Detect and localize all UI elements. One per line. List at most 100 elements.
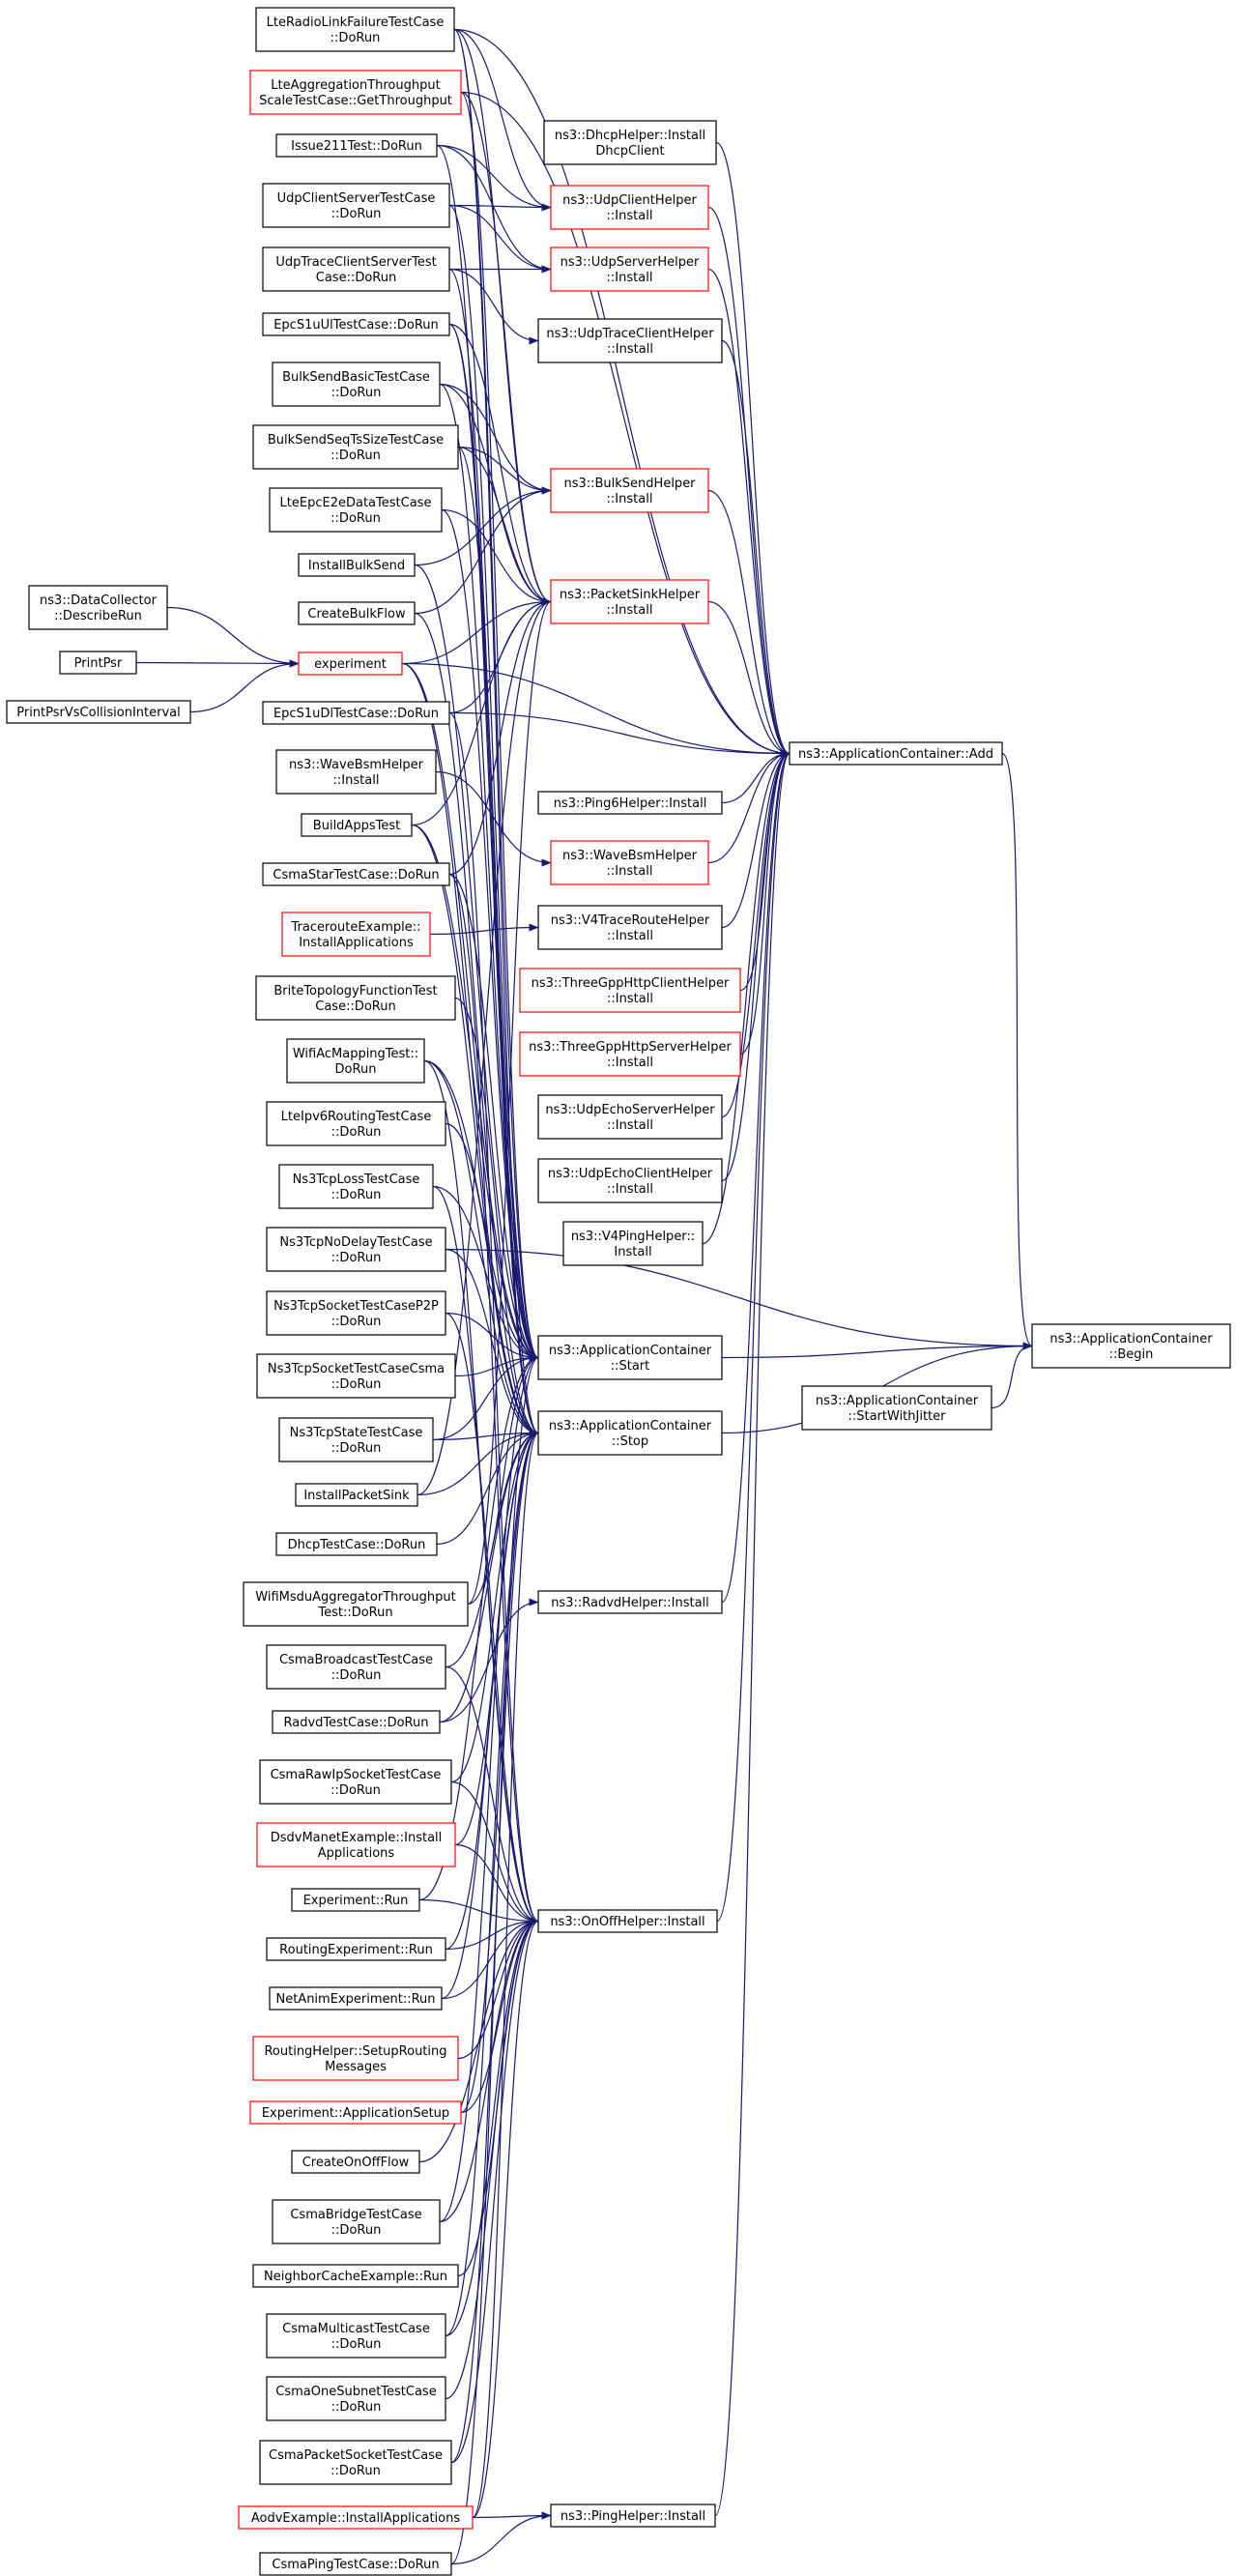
node-printpsrvs[interactable]: PrintPsrVsCollisionInterval	[6, 700, 191, 724]
edge-start-to-begin	[721, 1342, 1033, 1359]
node-wavebsmL[interactable]: ns3::WaveBsmHelper::Install	[275, 749, 437, 795]
node-ns3tcpnodelay[interactable]: Ns3TcpNoDelayTestCase::DoRun	[266, 1227, 446, 1272]
edge-lteepce2e-to-packetsink	[441, 508, 552, 606]
node-label: DhcpClient	[595, 144, 664, 159]
node-v4ping[interactable]: ns3::V4PingHelper::Install	[562, 1221, 704, 1266]
node-label: DhcpTestCase::DoRun	[288, 1538, 426, 1552]
node-udpclient[interactable]: ns3::UdpClientHelper::Install	[550, 185, 709, 230]
node-udpechoserver[interactable]: ns3::UdpEchoServerHelper::Install	[537, 1094, 723, 1140]
node-createbulk[interactable]: CreateBulkFlow	[298, 601, 416, 625]
node-label: CsmaOneSubnetTestCase	[275, 2385, 436, 2399]
edge-netanim-to-stop	[441, 1429, 539, 2000]
node-lteipv6[interactable]: LteIpv6RoutingTestCase::DoRun	[266, 1101, 446, 1146]
node-epcs1dl[interactable]: EpcS1uDlTestCase::DoRun	[262, 701, 450, 725]
node-dhcptest[interactable]: DhcpTestCase::DoRun	[275, 1532, 438, 1556]
node-threegppserver[interactable]: ns3::ThreeGppHttpServerHelper::Install	[519, 1031, 741, 1077]
node-label: ::Start	[611, 1359, 650, 1374]
node-radvd[interactable]: ns3::RadvdHelper::Install	[537, 1590, 723, 1614]
edge-csmamulticast-to-onoff	[445, 1917, 539, 2337]
node-label: ::Install	[607, 271, 653, 285]
node-begin[interactable]: ns3::ApplicationContainer::Begin	[1031, 1323, 1231, 1369]
node-neighbor[interactable]: NeighborCacheExample::Run	[252, 2264, 459, 2288]
node-ns3tcpstate[interactable]: Ns3TcpStateTestCase::DoRun	[278, 1417, 434, 1462]
node-udpechoclient[interactable]: ns3::UdpEchoClientHelper::Install	[537, 1158, 723, 1203]
edge-datacollector-to-experiment	[166, 606, 300, 668]
node-threegppclient[interactable]: ns3::ThreeGppHttpClientHelper::Install	[519, 968, 741, 1013]
node-printpsr[interactable]: PrintPsr	[59, 651, 137, 675]
node-experiment[interactable]: experiment	[298, 651, 403, 676]
node-radvdtest[interactable]: RadvdTestCase::DoRun	[272, 1710, 441, 1734]
node-label: AodvExample::InstallApplications	[251, 2511, 460, 2526]
node-csmabroadcast[interactable]: CsmaBroadcastTestCase::DoRun	[266, 1644, 446, 1690]
node-add[interactable]: ns3::ApplicationContainer::Add	[789, 741, 1003, 766]
edge-udpechoserver-to-add	[721, 749, 790, 1118]
node-traceroute[interactable]: TracerouteExample::InstallApplications	[281, 912, 431, 957]
node-datacollector[interactable]: ns3::DataCollector::DescribeRun	[28, 585, 168, 630]
node-appsetup[interactable]: Experiment::ApplicationSetup	[249, 2100, 462, 2125]
node-packetsink[interactable]: ns3::PacketSinkHelper::Install	[550, 579, 709, 624]
edge-lteepce2e-to-start	[441, 508, 539, 1362]
node-csmaping[interactable]: CsmaPingTestCase::DoRun	[259, 2552, 452, 2576]
node-wavebsmR[interactable]: ns3::WaveBsmHelper::Install	[550, 840, 709, 885]
node-installpacketsink[interactable]: InstallPacketSink	[295, 1483, 418, 1507]
node-label: CsmaBridgeTestCase	[290, 2208, 421, 2222]
node-installbulk[interactable]: InstallBulkSend	[298, 553, 416, 577]
edge-epcs1dl-to-onoff	[448, 711, 539, 1925]
node-csmamulticast[interactable]: CsmaMulticastTestCase::DoRun	[266, 2313, 446, 2359]
node-label: ::DescribeRun	[54, 609, 142, 623]
node-routingexp[interactable]: RoutingExperiment::Run	[266, 1937, 446, 1961]
node-dsdv[interactable]: DsdvManetExample::InstallApplications	[256, 1822, 456, 1867]
node-epcs1ul[interactable]: EpcS1uUlTestCase::DoRun	[262, 312, 450, 336]
node-pinghelper[interactable]: ns3::PingHelper::Install	[550, 2504, 716, 2528]
node-csmapacket[interactable]: CsmaPacketSocketTestCase::DoRun	[259, 2440, 452, 2485]
node-start[interactable]: ns3::ApplicationContainer::Start	[537, 1335, 723, 1380]
node-lteradio[interactable]: LteRadioLinkFailureTestCase::DoRun	[255, 7, 455, 52]
node-issue211[interactable]: Issue211Test::DoRun	[275, 133, 438, 158]
node-exprun[interactable]: Experiment::Run	[291, 1888, 420, 1912]
edge-aodv-to-pinghelper	[472, 2511, 552, 2520]
node-bulksend[interactable]: ns3::BulkSendHelper::Install	[550, 468, 709, 513]
edge-bulkseq-to-stop	[457, 446, 539, 1437]
node-label: ns3::UdpServerHelper	[561, 255, 700, 270]
node-label: ::DoRun	[331, 207, 382, 221]
node-onoff[interactable]: ns3::OnOffHelper::Install	[537, 1909, 718, 1933]
node-createonoff[interactable]: CreateOnOffFlow	[291, 2150, 420, 2174]
node-lteepce2e[interactable]: LteEpcE2eDataTestCase::DoRun	[269, 487, 443, 533]
node-netanim[interactable]: NetAnimExperiment::Run	[269, 1986, 443, 2011]
edge-lteradio-to-add	[453, 28, 790, 758]
node-csmarawip[interactable]: CsmaRawIpSocketTestCase::DoRun	[259, 1759, 452, 1805]
node-label: ScaleTestCase::GetThroughput	[259, 94, 452, 108]
node-csmastar[interactable]: CsmaStarTestCase::DoRun	[262, 862, 450, 886]
node-wifiac[interactable]: WifiAcMappingTest::DoRun	[286, 1038, 425, 1084]
node-label: ::Install	[333, 773, 380, 788]
node-label: ns3::PacketSinkHelper	[560, 588, 701, 602]
node-stop[interactable]: ns3::ApplicationContainer::Stop	[537, 1410, 723, 1456]
node-csmabridge[interactable]: CsmaBridgeTestCase::DoRun	[272, 2199, 441, 2244]
node-bulkseq[interactable]: BulkSendSeqTsSizeTestCase::DoRun	[252, 424, 459, 470]
node-udptrace[interactable]: ns3::UdpTraceClientHelper::Install	[537, 318, 723, 363]
node-ns3tcpp2p[interactable]: Ns3TcpSocketTestCaseP2P::DoRun	[266, 1290, 446, 1336]
node-ns3tcpcsma[interactable]: Ns3TcpSocketTestCaseCsma::DoRun	[256, 1353, 456, 1399]
edge-udptracecs-to-udptrace	[448, 268, 539, 345]
node-bulkbasic[interactable]: BulkSendBasicTestCase::DoRun	[272, 362, 441, 407]
node-buildapps[interactable]: BuildAppsTest	[301, 813, 413, 837]
node-label: WifiMsduAggregatorThroughput	[255, 1590, 455, 1605]
edge-csmapacket-to-onoff	[450, 1917, 539, 2464]
node-lteagg[interactable]: LteAggregationThroughputScaleTestCase::G…	[249, 70, 462, 115]
node-csmaonesubnet[interactable]: CsmaOneSubnetTestCase::DoRun	[266, 2376, 446, 2421]
node-label: PrintPsr	[74, 656, 123, 671]
node-v4trace[interactable]: ns3::V4TraceRouteHelper::Install	[537, 905, 723, 950]
node-udpcs[interactable]: UdpClientServerTestCase::DoRun	[262, 183, 450, 228]
node-label: NeighborCacheExample::Run	[264, 2270, 447, 2284]
node-startjitter[interactable]: ns3::ApplicationContainer::StartWithJitt…	[801, 1385, 992, 1431]
node-udpserver[interactable]: ns3::UdpServerHelper::Install	[550, 246, 709, 292]
node-ns3tcploss[interactable]: Ns3TcpLossTestCase::DoRun	[278, 1164, 434, 1209]
node-aodv[interactable]: AodvExample::InstallApplications	[238, 2505, 474, 2530]
node-ping6[interactable]: ns3::Ping6Helper::Install	[537, 791, 723, 815]
edge-createbulk-to-stop	[414, 612, 539, 1437]
